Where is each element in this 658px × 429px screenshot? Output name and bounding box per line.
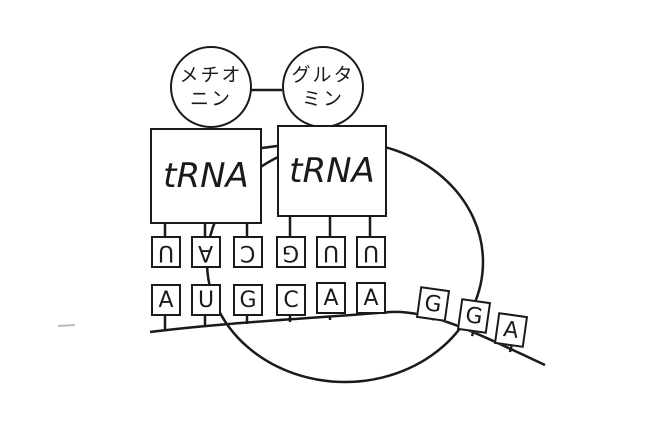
base-letter: U (197, 287, 215, 313)
codon-base: A (356, 282, 386, 314)
anticodon-base: G (276, 236, 306, 268)
codon-base: C (276, 284, 306, 316)
base-letter: U (362, 239, 380, 265)
trna-link (261, 144, 278, 150)
anticodon-base: U (151, 236, 181, 268)
trna-label: tRNA (163, 156, 249, 196)
base-letter: A (158, 287, 174, 313)
codon-base: G (415, 286, 451, 322)
base-letter: U (322, 239, 340, 265)
anticodon-base: A (191, 236, 221, 268)
anticodon-base: C (233, 236, 263, 268)
base-letter: A (198, 239, 214, 265)
base-letter: G (463, 302, 485, 330)
trna-label: tRNA (289, 151, 375, 191)
amino-acid-glutamine: グルタ ミン (282, 46, 364, 128)
codon-base: G (233, 284, 263, 316)
base-letter: G (239, 287, 257, 313)
anticodon-base: U (316, 236, 346, 268)
base-letter: A (323, 285, 339, 311)
base-letter: C (283, 287, 299, 313)
stray-mark (57, 324, 76, 327)
amino-acid-label: ミン (301, 88, 344, 110)
codon-base: G (456, 298, 492, 334)
trna-2: tRNA (277, 125, 387, 217)
codon-base: A (151, 284, 181, 316)
base-letter: U (157, 239, 175, 265)
amino-acid-label: グルタ (291, 64, 355, 86)
base-letter: A (363, 285, 379, 311)
amino-acid-label: メチオ (179, 64, 243, 86)
codon-base: A (316, 282, 346, 314)
base-letter: C (240, 239, 256, 265)
trna-1: tRNA (150, 128, 262, 224)
base-letter: G (422, 290, 444, 318)
amino-acid-methionine: メチオ ニン (170, 46, 252, 128)
anticodon-base: U (356, 236, 386, 268)
base-letter: A (501, 316, 521, 344)
base-letter: G (282, 239, 300, 265)
codon-base: U (191, 284, 221, 316)
amino-acid-label: ニン (189, 88, 232, 110)
codon-base: A (493, 312, 529, 348)
